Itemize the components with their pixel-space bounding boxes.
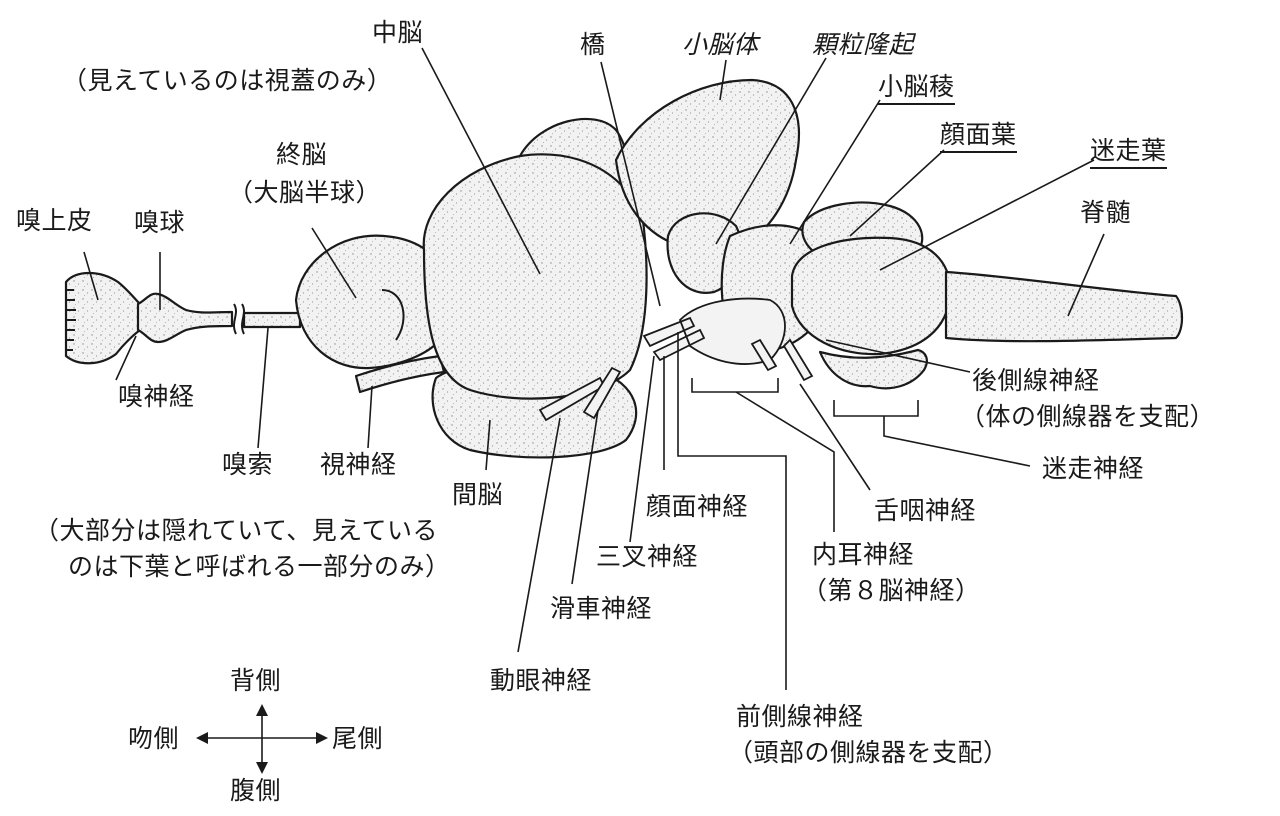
label-glossopharyngeal-nerve: 舌咽神経 [874,496,977,525]
label-pons: 橋 [580,30,606,59]
label-olfactory-epithelium: 嗅上皮 [16,206,93,235]
olfactory-bulb-shape [136,292,234,344]
compass-ventral-label: 腹側 [230,776,282,805]
telencephalon-groove [381,289,405,341]
label-cerebellum-body: 小脳体 [682,30,759,59]
oculomotor-nerve-root [582,366,622,420]
label-diencephalon: 間脳 [452,480,504,509]
vagal-lobe-shape [790,236,952,356]
compass-rostral-label: 吻側 [128,724,180,753]
vagus-bracket [833,400,919,417]
label-inner-ear-nerve: 内耳神経 [812,540,915,569]
label-spinal-cord: 脊髄 [1080,198,1132,227]
label-midbrain: 中脳 [372,18,424,47]
label-diencephalon-note-2: のは下葉と呼ばれる一部分のみ） [68,552,451,581]
vagus-lobules-shape [818,348,928,390]
label-posterior-lateral-line-nerve: 後側線神経 [972,366,1100,395]
spinal-cord-shape [944,270,1184,343]
label-posterior-lateral-line-note: （体の側線器を支配） [960,402,1216,431]
optic-nerve-shape [354,354,446,394]
label-olfactory-nerve: 嗅神経 [118,382,195,411]
label-diencephalon-note-1: （大部分は隠れていて、見えている [34,516,439,545]
label-anterior-lateral-line-note: （頭部の側線器を支配） [728,738,1009,767]
label-optic-nerve: 視神経 [320,450,397,479]
label-trigeminal-nerve: 三叉神経 [596,542,699,571]
glossopharyngeal-bracket [691,378,779,393]
cerebellum-body-shape [614,78,800,248]
label-midbrain-note: （見えているのは視蓋のみ） [62,66,393,95]
cranial-nerve-roots [642,297,786,365]
label-facial-lobe: 顔面葉 [940,120,1017,153]
label-olfactory-bulb: 嗅球 [134,208,186,237]
olfactory-tract-left [242,311,302,329]
label-inner-ear-note: （第８脳神経） [802,576,981,605]
midbrain-tectum-shape [422,147,648,400]
lateral-line-nerve-roots [750,338,814,382]
compass-axes [200,708,324,770]
label-vagal-lobe: 迷走葉 [1090,136,1167,169]
label-anterior-lateral-line-nerve: 前側線神経 [736,702,864,731]
label-telencephalon-note: （大脳半球） [228,178,382,207]
telencephalon-shape [294,234,442,370]
label-trochlear-nerve: 滑車神経 [550,594,653,623]
label-telencephalon: 終脳 [276,140,328,169]
label-olfactory-tract: 嗅索 [222,450,274,479]
tract-break-marks [233,303,245,335]
label-oculomotor-nerve: 動眼神経 [490,666,593,695]
compass-caudal-label: 尾側 [332,724,384,753]
compass-dorsal-label: 背側 [230,666,282,695]
label-facial-nerve: 顔面神経 [646,492,749,521]
label-vagus-nerve: 迷走神経 [1042,454,1145,483]
label-granular-eminence: 顆粒隆起 [812,30,915,59]
olfactory-epithelium-folds [66,289,76,351]
leader-lines [83,47,1105,690]
label-cerebellar-crest: 小脳稜 [878,72,955,105]
